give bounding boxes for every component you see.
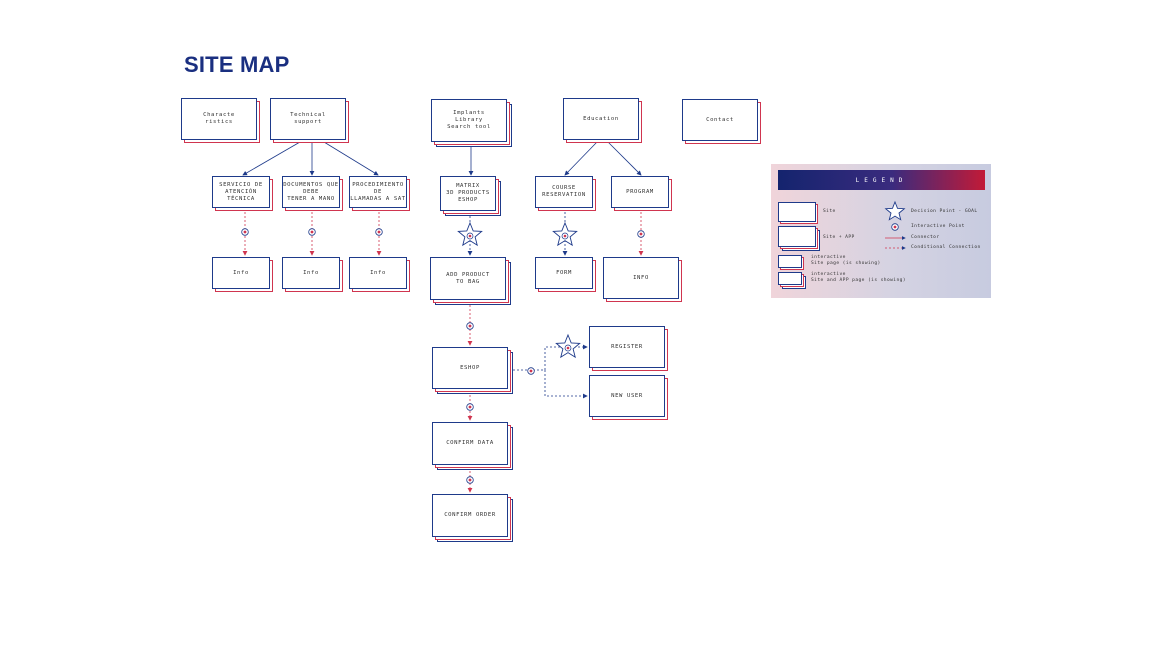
legend-title: LEGEND [778,170,985,190]
page-title: SITE MAP [184,52,290,77]
node-confirm-data: CONFIRM DATA [432,422,508,465]
legend-interactive-point-label: Interactive Point [911,224,965,229]
node-form: FORM [535,257,593,289]
node-course-reservation: COURSE RESERVATION [535,176,593,208]
legend-interactive-site-swatch [778,255,802,268]
decision-star-icon [552,221,578,247]
node-info-1: Info [212,257,270,289]
node-procedimiento: PROCEDIMIENTO DE LLAMADAS A SAT [349,176,407,208]
legend-decision-label: Decision Point - GOAL [911,209,978,214]
node-contact: Contact [682,99,758,141]
node-confirm-order: CONFIRM ORDER [432,494,508,537]
node-technical-support: Technical support [270,98,346,140]
legend-star-icon [884,200,906,221]
decision-star-icon [457,221,483,247]
node-eshop: ESHOP [432,347,508,389]
node-servicio: SERVICIO DE ATENCIÓN TÉCNICA [212,176,270,208]
legend-site-label: Site [823,209,836,214]
legend-interactive-site-app-label: interactive Site and APP page (is showin… [811,272,906,283]
node-info-4: INFO [603,257,679,299]
legend-site-swatch [778,202,816,222]
node-info-2: Info [282,257,340,289]
legend-site-app-swatch [778,226,816,247]
legend-conditional-label: Conditional Connection [911,245,981,250]
legend-symbols [884,200,906,250]
node-new-user: NEW USER [589,375,665,417]
legend-panel: LEGEND Site Site + APP interactive Site … [771,164,991,298]
node-characteristics: Characte ristics [181,98,257,140]
legend-site-app-label: Site + APP [823,235,855,240]
node-program: PROGRAM [611,176,669,208]
node-register: REGISTER [589,326,665,368]
legend-interactive-site-label: interactive Site page (is showing) [811,255,881,266]
node-documentos: DOCUMENTOS QUE DEBE TENER A MANO [282,176,340,208]
node-matrix-eshop: MATRIX 3D PRODUCTS ESHOP [440,176,496,211]
node-info-3: Info [349,257,407,289]
legend-connector-label: Connector [911,235,940,240]
node-implants-library: Implants Library Search tool [431,99,507,142]
node-add-product: ADD PRODUCT TO BAG [430,257,506,300]
legend-interactive-point-icon [891,223,899,231]
node-education: Education [563,98,639,140]
legend-interactive-site-app-swatch [778,272,802,285]
decision-star-icon [555,333,581,359]
